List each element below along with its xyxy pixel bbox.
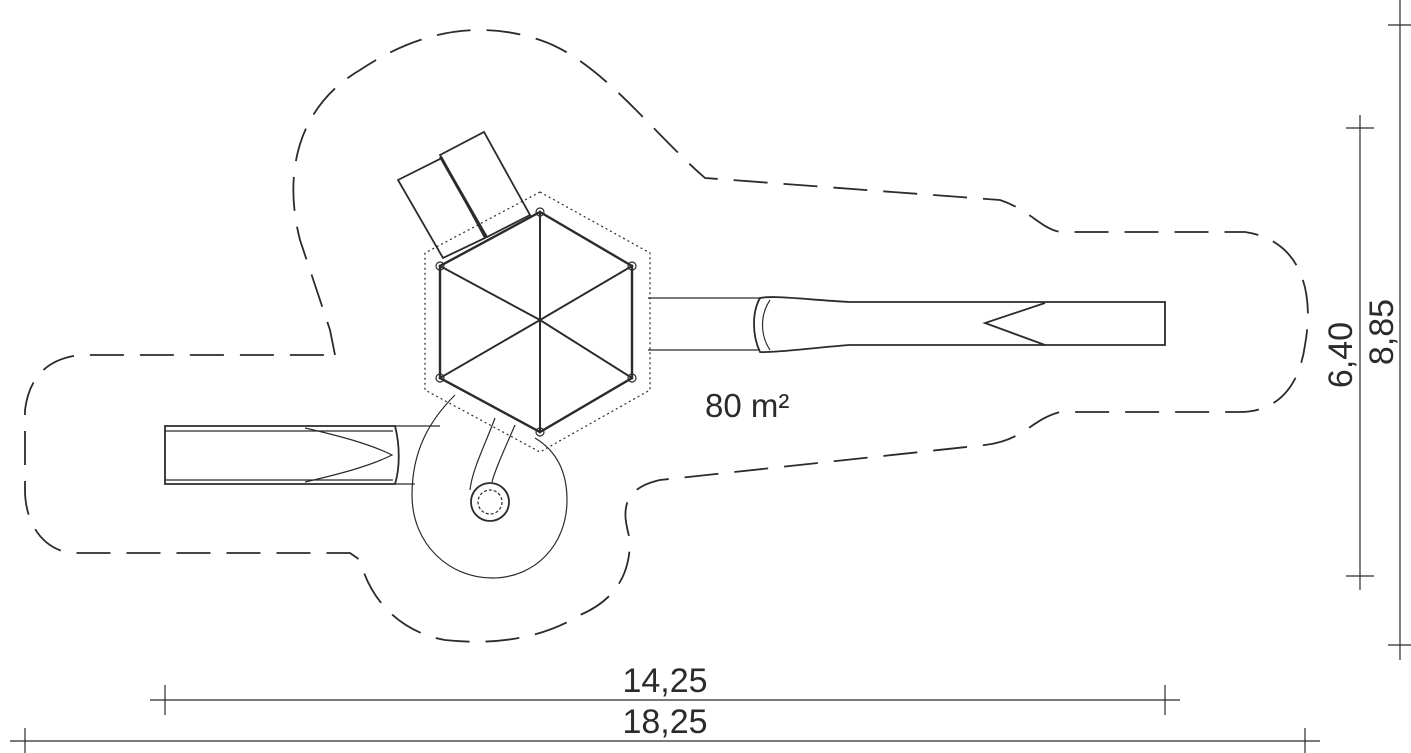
- tower-platform: [424, 191, 651, 453]
- dimension-label-height-outer: 8,85: [1363, 299, 1401, 365]
- dimension-label-width-inner: 14,25: [622, 662, 707, 700]
- dimension-label-width-outer: 18,25: [622, 703, 707, 741]
- dimension-width-inner: 14,25: [150, 662, 1180, 715]
- dimension-height-inner: 6,40: [1322, 115, 1374, 590]
- dimension-label-height-inner: 6,40: [1322, 322, 1360, 388]
- dimension-height-outer: 8,85: [1363, 0, 1411, 660]
- area-label: 80 m²: [705, 387, 789, 424]
- left-slide: [164, 425, 440, 485]
- access-stairs: [396, 130, 532, 260]
- dimension-width-outer: 18,25: [10, 703, 1320, 753]
- spiral-slide: [411, 394, 568, 579]
- safety-zone-outline: [24, 29, 1309, 643]
- right-slide: [648, 296, 1166, 354]
